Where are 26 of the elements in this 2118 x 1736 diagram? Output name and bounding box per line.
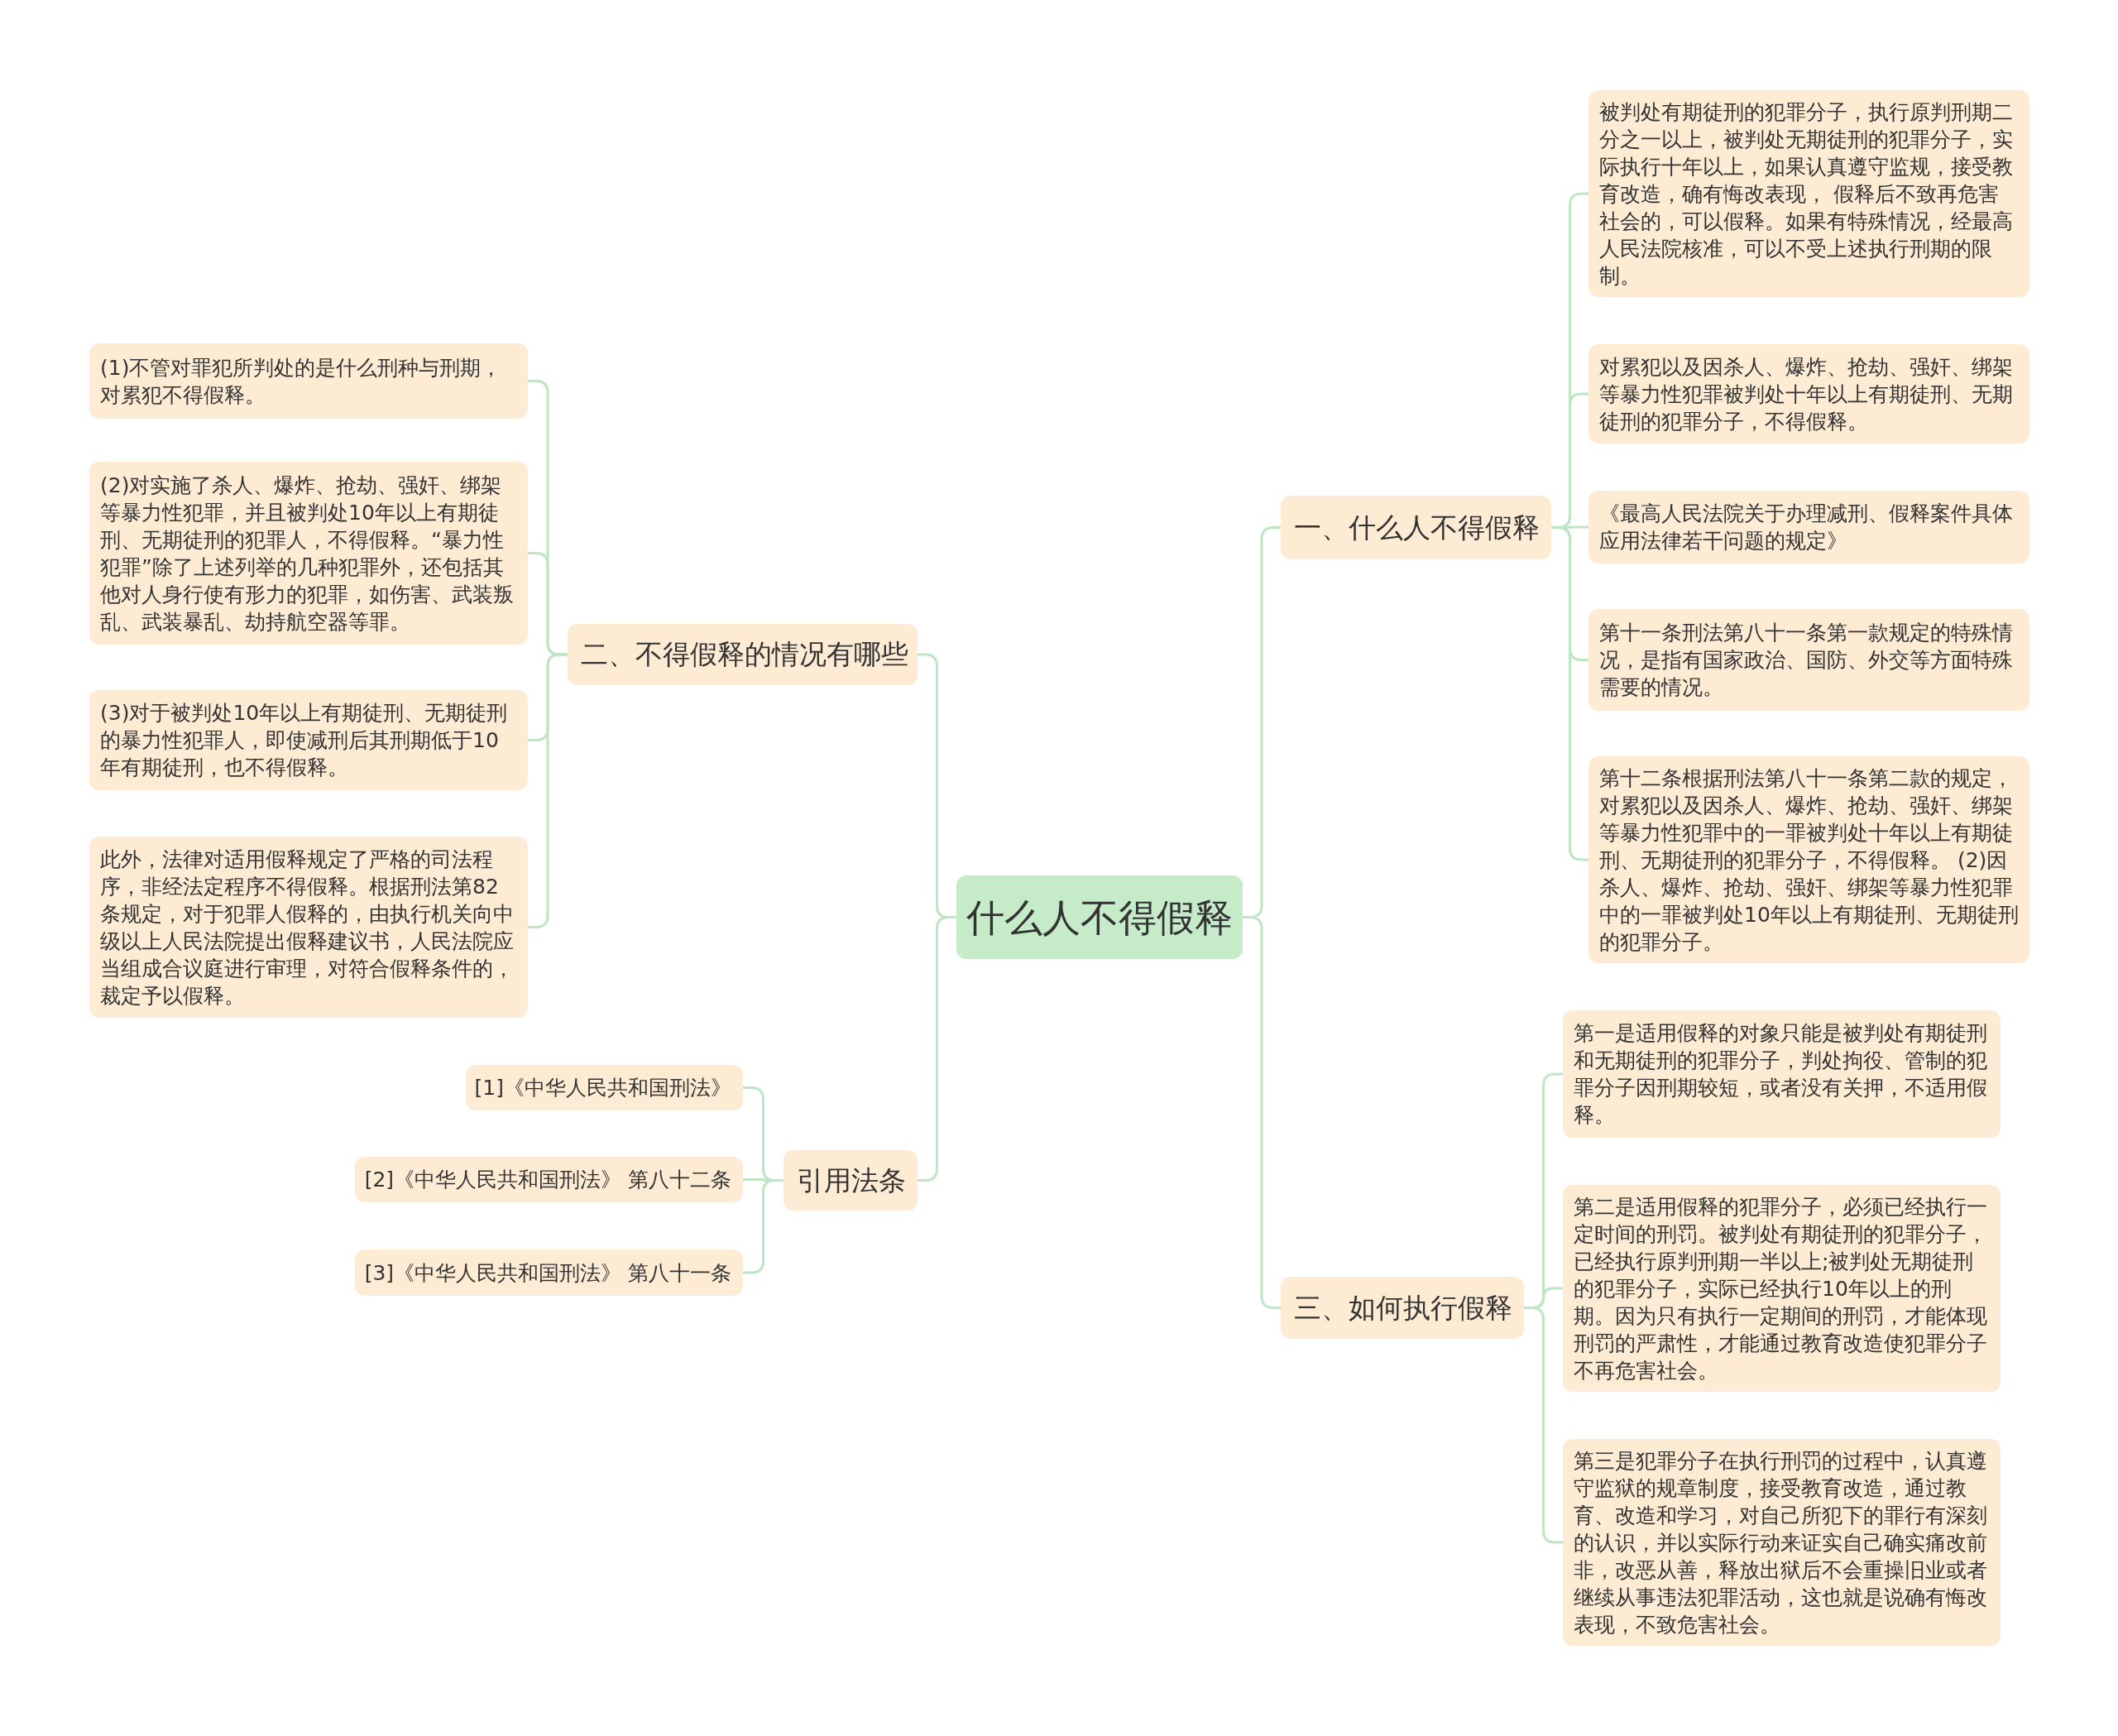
text-box: 对累犯以及因杀人、爆炸、抢劫、强奸、绑架等暴力性犯罪被判处十年以上有期徒刑、无期徒刑的犯罪分子，不得假释。 <box>1588 344 2029 444</box>
connector-line <box>918 916 956 1182</box>
topic-box: 三、如何执行假释 <box>1281 1277 1524 1339</box>
text-box: (1)不管对罪犯所判处的是什么刑种与刑期，对累犯不得假释。 <box>89 343 528 419</box>
central-topic-box: 什么人不得假释 <box>956 875 1243 959</box>
connector-line <box>1551 526 1588 861</box>
connector-line <box>1524 1307 1563 1544</box>
reference-box: [1]《中华人民共和国刑法》 <box>466 1065 743 1110</box>
connector-line <box>743 1179 783 1274</box>
topic-box: 引用法条 <box>783 1150 918 1211</box>
connector-line <box>1243 916 1281 1309</box>
text-box: 《最高人民法院关于办理减刑、假释案件具体应用法律若干问题的规定》 <box>1588 491 2029 563</box>
text-box: 被判处有期徒刑的犯罪分子，执行原判刑期二分之一以上，被判处无期徒刑的犯罪分子，实际执行十年以上，如果认真遵守监规，接受教育改造，确有悔改表现， 假释后不致再危害社会的，可以假释。如果有特殊情况，经最高人民法院核准，可以不受上述执行刑期的限制。 <box>1588 90 2029 297</box>
topic-box: 二、不得假释的情况有哪些 <box>568 624 918 685</box>
connector-line <box>528 653 568 928</box>
text-box: (3)对于被判处10年以上有期徒刑、无期徒刑的暴力性犯罪人，即使减刑后其刑期低于10年有期徒刑，也不得假释。 <box>89 690 528 790</box>
reference-box: [2]《中华人民共和国刑法》 第八十二条 <box>355 1157 743 1202</box>
topic-box: 一、什么人不得假释 <box>1281 496 1551 559</box>
text-box: 此外，法律对适用假释规定了严格的司法程序，非经法定程序不得假释。根据刑法第82条规定，对于犯罪人假释的，由执行机关向中级以上人民法院提出假释建议书，人民法院应当组成合议庭进行审理，对符合假释条件的，裁定予以假释。 <box>89 837 528 1018</box>
text-box: 第三是犯罪分子在执行刑罚的过程中，认真遵守监狱的规章制度，接受教育改造，通过教育、改造和学习，对自己所犯下的罪行有深刻的认识，并以实际行动来证实自己确实痛改前非，改恶从善，释放出狱后不会重操旧业或者继续从事违法犯罪活动，这也就是说确有悔改表现，不致危害社会。 <box>1563 1439 2001 1646</box>
text-box: 第二是适用假释的犯罪分子，必须已经执行一定时间的刑罚。被判处有期徒刑的犯罪分子，已经执行原判刑期一半以上;被判处无期徒刑的犯罪分子，实际已经执行10年以上的刑期。因为只有执行一定期间的刑罚，才能体现刑罚的严肃性，才能通过教育改造使犯罪分子不再危害社会。 <box>1563 1185 2001 1392</box>
text-box: 第十二条根据刑法第八十一条第二款的规定，对累犯以及因杀人、爆炸、抢劫、强奸、绑架等暴力性犯罪中的一罪被判处十年以上有期徒刑、无期徒刑的犯罪分子，不得假释。 (2)因杀人、爆炸、抢劫、强奸、绑架等暴力性犯罪中的一罪被判处10年以上有期徒刑、无期徒刑的犯罪分子。 <box>1588 756 2029 963</box>
text-box: (2)对实施了杀人、爆炸、抢劫、强奸、绑架等暴力性犯罪，并且被判处10年以上有期徒刑、无期徒刑的犯罪人，不得假释。“暴力性犯罪”除了上述列举的几种犯罪外，还包括其他对人身行使有形力的犯罪，如伤害、武装叛乱、武装暴乱、劫持航空器等罪。 <box>89 462 528 645</box>
reference-box: [3]《中华人民共和国刑法》 第八十一条 <box>355 1249 743 1296</box>
text-box: 第一是适用假释的对象只能是被判处有期徒刑和无期徒刑的犯罪分子，判处拘役、管制的犯罪分子因刑期较短，或者没有关押，不适用假释。 <box>1563 1010 2001 1138</box>
text-box: 第十一条刑法第八十一条第一款规定的特殊情况，是指有国家政治、国防、外交等方面特殊需要的情况。 <box>1588 609 2029 711</box>
